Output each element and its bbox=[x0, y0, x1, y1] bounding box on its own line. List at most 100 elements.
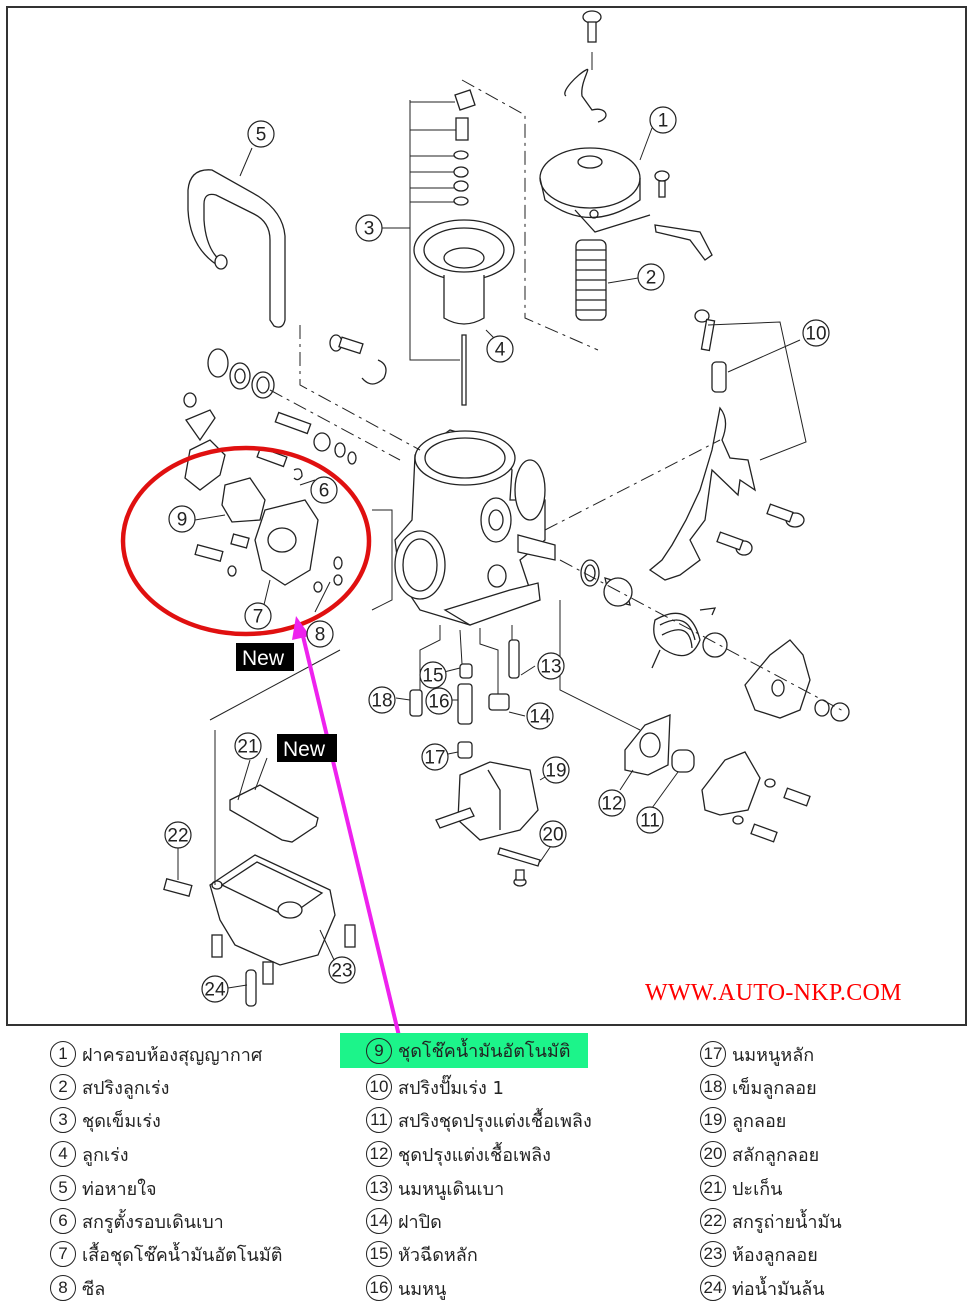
legend-item: 4 ลูกเร่ง bbox=[50, 1138, 129, 1170]
legend-label: นมหนูเดินเบา bbox=[398, 1178, 505, 1200]
legend-item: 1 ฝาครอบห้องสุญญากาศ bbox=[50, 1038, 262, 1070]
legend-number: 17 bbox=[700, 1041, 726, 1067]
callout-16: 16 bbox=[425, 687, 453, 715]
legend-number: 24 bbox=[700, 1275, 726, 1301]
legend-number: 4 bbox=[50, 1141, 76, 1167]
legend-label: ห้องลูกลอย bbox=[732, 1244, 818, 1266]
callout-9: 9 bbox=[168, 505, 196, 533]
svg-text:1: 1 bbox=[658, 111, 669, 132]
legend-number: 1 bbox=[50, 1041, 76, 1067]
legend-label: สกรูถ่ายน้ำมัน bbox=[732, 1211, 842, 1233]
legend-label: สลักลูกลอย bbox=[732, 1144, 820, 1166]
callout-20: 20 bbox=[539, 820, 567, 848]
float-bowl bbox=[163, 854, 356, 1007]
legend-label: ชุดโช๊คน้ำมันอัตโนมัติ bbox=[398, 1041, 571, 1062]
svg-text:16: 16 bbox=[428, 692, 449, 713]
callout-22: 22 bbox=[164, 821, 192, 849]
legend-number: 2 bbox=[50, 1074, 76, 1100]
legend-number: 21 bbox=[700, 1175, 726, 1201]
callout-3: 3 bbox=[355, 214, 383, 242]
legend-label: ปะเก็น bbox=[732, 1178, 783, 1200]
callout-21: 21 bbox=[234, 732, 262, 760]
legend-label: สกรูตั้งรอบเดินเบา bbox=[82, 1211, 224, 1233]
callout-10: 10 bbox=[802, 319, 830, 347]
jets bbox=[409, 639, 520, 759]
legend-number: 5 bbox=[50, 1175, 76, 1201]
callout-11: 11 bbox=[636, 806, 664, 834]
svg-text:19: 19 bbox=[545, 761, 566, 782]
svg-text:8: 8 bbox=[315, 625, 326, 646]
svg-text:24: 24 bbox=[204, 980, 226, 1001]
pointer-arrow bbox=[292, 616, 402, 1040]
breather-tube bbox=[187, 169, 286, 328]
legend-label: ลูกเร่ง bbox=[82, 1144, 129, 1166]
svg-text:7: 7 bbox=[253, 607, 264, 628]
legend-label: สปริงปั๊มเร่ง 1 bbox=[398, 1077, 504, 1099]
gasket-21 bbox=[229, 784, 319, 843]
legend-label: ซีล bbox=[82, 1278, 106, 1300]
legend-number: 15 bbox=[366, 1241, 392, 1267]
callout-2: 2 bbox=[637, 263, 665, 291]
callout-17: 17 bbox=[421, 743, 449, 771]
legend-number: 9 bbox=[366, 1037, 392, 1064]
legend-label: นมหนู bbox=[398, 1278, 447, 1300]
legend-number: 8 bbox=[50, 1275, 76, 1301]
legend-number: 10 bbox=[366, 1074, 392, 1100]
legend-item: 13 นมหนูเดินเบา bbox=[366, 1172, 504, 1204]
hook-wire bbox=[564, 68, 607, 123]
svg-text:11: 11 bbox=[640, 811, 660, 832]
svg-text:23: 23 bbox=[331, 961, 352, 982]
legend-item: 10 สปริงปั๊มเร่ง 1 bbox=[366, 1071, 504, 1103]
svg-text:13: 13 bbox=[540, 657, 561, 678]
accel-pump bbox=[624, 714, 811, 843]
spring-2 bbox=[575, 239, 607, 321]
legend-label: เสื้อชุดโช๊คน้ำมันอัตโนมัติ bbox=[82, 1244, 283, 1266]
watermark-url: WWW.AUTO-NKP.COM bbox=[645, 980, 902, 1006]
svg-text:20: 20 bbox=[542, 825, 563, 846]
legend-item: 2 สปริงลูกเร่ง bbox=[50, 1071, 169, 1103]
callout-23: 23 bbox=[328, 956, 356, 984]
legend-number: 7 bbox=[50, 1241, 76, 1267]
callout-1: 1 bbox=[649, 106, 677, 134]
shaft-parts bbox=[580, 559, 850, 722]
legend-item: 16 นมหนู bbox=[366, 1272, 446, 1304]
legend-number: 19 bbox=[700, 1107, 726, 1133]
bracket-screw bbox=[654, 170, 713, 261]
top-screw bbox=[582, 10, 602, 70]
legend-item: 17 นมหนูหลัก bbox=[700, 1038, 814, 1070]
svg-text:12: 12 bbox=[601, 794, 622, 815]
legend-item: 8 ซีล bbox=[50, 1272, 105, 1304]
highlight-ellipse bbox=[120, 445, 372, 637]
legend-label: ฝาครอบห้องสุญญากาศ bbox=[82, 1044, 263, 1066]
svg-text:9: 9 bbox=[177, 510, 188, 531]
legend-number: 12 bbox=[366, 1141, 392, 1167]
part-drawings bbox=[163, 10, 850, 1007]
throttle-linkage bbox=[648, 309, 805, 581]
legend-number: 16 bbox=[366, 1275, 392, 1301]
legend-label: เข็มลูกลอย bbox=[732, 1077, 817, 1099]
legend-label: สปริงลูกเร่ง bbox=[82, 1077, 170, 1099]
callout-8: 8 bbox=[306, 620, 334, 648]
svg-text:14: 14 bbox=[529, 707, 551, 728]
legend-number: 13 bbox=[366, 1175, 392, 1201]
legend-label: ท่อน้ำมันล้น bbox=[732, 1278, 825, 1300]
svg-text:17: 17 bbox=[424, 748, 445, 769]
callout-18: 18 bbox=[368, 686, 396, 714]
svg-text:6: 6 bbox=[319, 481, 330, 502]
piston-4 bbox=[413, 219, 515, 406]
svg-text:22: 22 bbox=[167, 826, 188, 847]
legend-label: ฝาปิด bbox=[398, 1211, 442, 1233]
exploded-parts-diagram: New New 1 2 3 4 5 6 7 8 9 10 11 12 13 14… bbox=[120, 10, 850, 1040]
svg-text:15: 15 bbox=[422, 666, 443, 687]
screw-clip bbox=[329, 334, 387, 385]
new-badge-choke: New bbox=[236, 643, 294, 671]
o-rings bbox=[207, 348, 275, 399]
legend-label: นมหนูหลัก bbox=[732, 1044, 815, 1066]
svg-text:2: 2 bbox=[646, 268, 657, 289]
